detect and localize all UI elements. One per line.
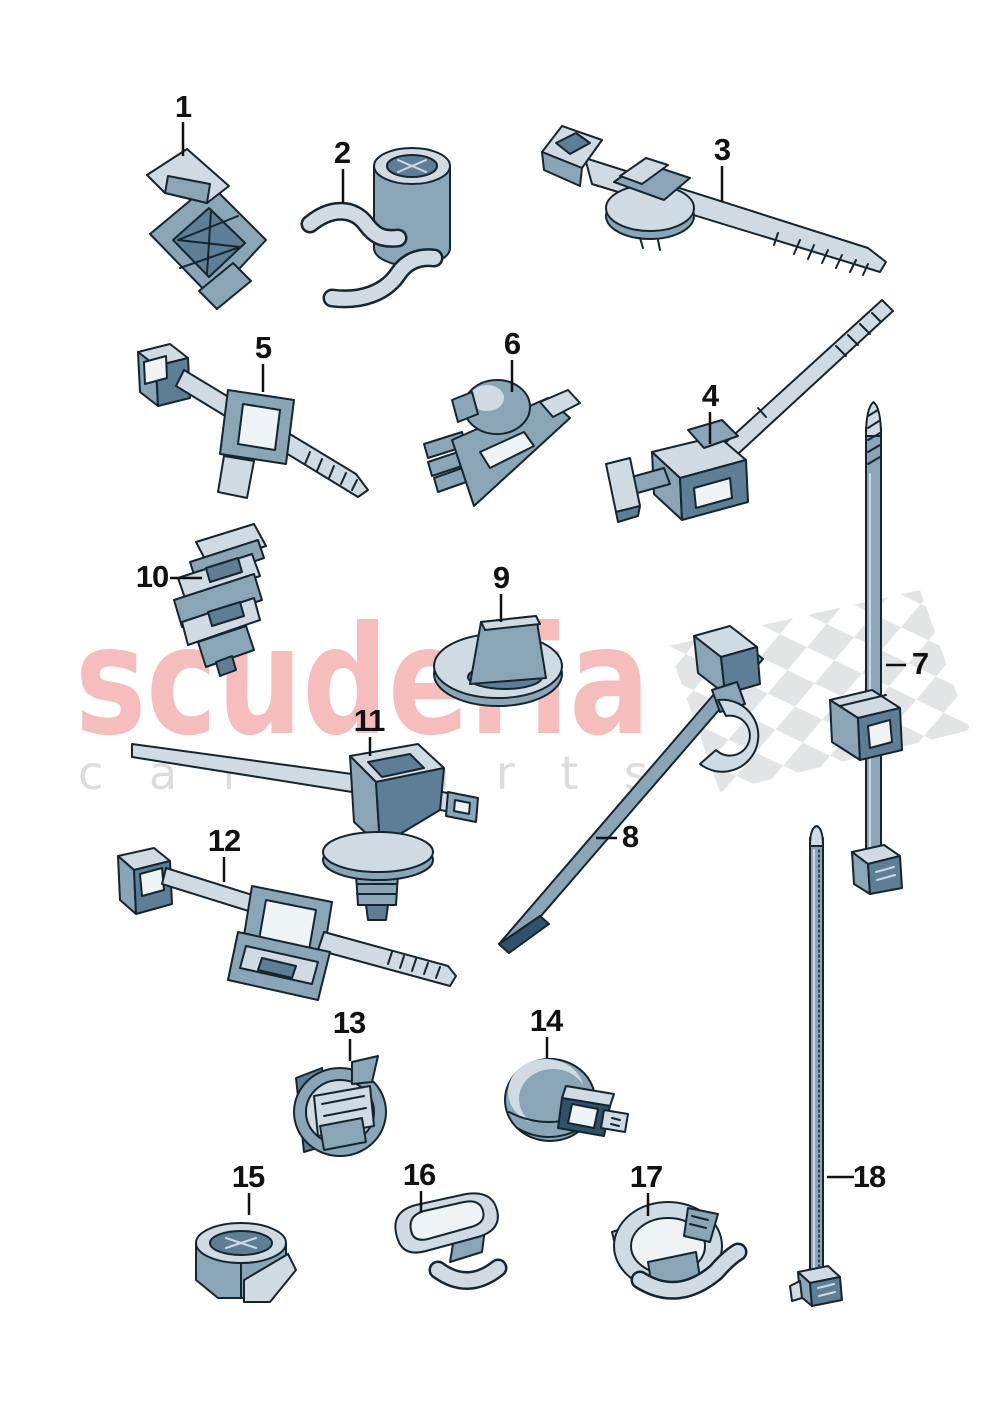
part-11-illustration xyxy=(131,743,479,921)
part-12-illustration xyxy=(117,847,457,1001)
part-17-illustration xyxy=(611,1201,748,1300)
part-5-label: 5 xyxy=(254,330,272,365)
part-1-illustration xyxy=(146,148,267,310)
label-leader-lines xyxy=(170,122,906,1216)
part-13-illustration xyxy=(293,1055,387,1157)
part-4-illustration xyxy=(605,299,894,523)
part-16-label: 16 xyxy=(402,1157,436,1192)
part-6-illustration xyxy=(423,379,581,507)
watermark-brand-text: scuderia xyxy=(75,595,650,769)
part-1-label: 1 xyxy=(174,89,192,124)
part-14-illustration xyxy=(504,1058,629,1142)
part-12-label: 12 xyxy=(207,823,241,858)
part-8-illustration xyxy=(498,625,764,954)
part-6-label: 6 xyxy=(503,326,521,361)
part-2-illustration xyxy=(300,147,451,309)
part-8-label: 8 xyxy=(621,819,639,854)
part-16-illustration xyxy=(394,1192,508,1290)
part-4-label: 4 xyxy=(701,378,719,413)
part-7-label: 7 xyxy=(911,646,929,681)
part-18-illustration xyxy=(789,825,843,1307)
part-18-label: 18 xyxy=(852,1159,886,1194)
part-11-label: 11 xyxy=(353,703,386,738)
part-17-label: 17 xyxy=(629,1159,663,1194)
part-3-illustration xyxy=(541,125,887,276)
part-7-illustration xyxy=(829,401,903,895)
part-14-label: 14 xyxy=(529,1003,563,1038)
part-9-label: 9 xyxy=(492,560,510,595)
part-9-illustration xyxy=(433,615,563,707)
part-15-label: 15 xyxy=(231,1159,265,1194)
part-5-illustration xyxy=(137,343,369,499)
part-2-label: 2 xyxy=(333,135,351,170)
part-13-label: 13 xyxy=(332,1005,366,1040)
part-15-illustration xyxy=(195,1222,297,1303)
part-10-illustration xyxy=(173,523,267,677)
part-10-label: 10 xyxy=(135,559,169,594)
part-3-label: 3 xyxy=(713,132,731,167)
